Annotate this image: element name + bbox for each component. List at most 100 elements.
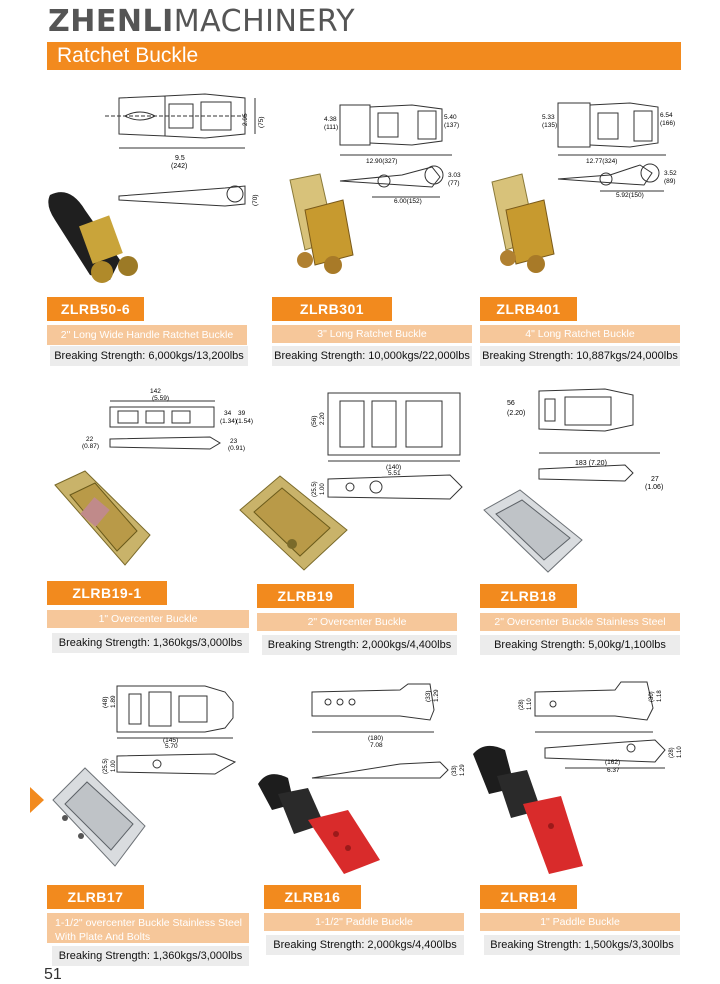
svg-text:1.29: 1.29 — [433, 689, 440, 702]
svg-text:1.89: 1.89 — [110, 695, 117, 708]
svg-text:(25.5): (25.5) — [103, 758, 109, 774]
svg-text:(30): (30) — [649, 691, 655, 702]
technical-drawing: 4.38 (111) 5.40 (137) 12.90(327) 3.03 (7… — [324, 104, 461, 205]
svg-text:(75): (75) — [258, 116, 265, 128]
technical-drawing: 142 (5.59) 34 (1.34) 39 (1.54) 22 (0.87)… — [82, 388, 253, 452]
svg-text:(48): (48) — [102, 696, 109, 708]
product-description: 4" Long Ratchet Buckle — [480, 325, 680, 343]
model-label: ZLRB19 — [257, 584, 354, 608]
svg-text:34: 34 — [224, 410, 232, 417]
svg-text:(140): (140) — [386, 464, 401, 471]
svg-text:(166): (166) — [660, 120, 675, 127]
breaking-strength: Breaking Strength: 1,360kgs/3,000lbs — [52, 633, 249, 653]
product-description: 2" Overcenter Buckle Stainless Steel — [480, 613, 680, 631]
model-label: ZLRB17 — [47, 885, 144, 909]
svg-text:1.10: 1.10 — [527, 698, 533, 710]
svg-text:(111): (111) — [324, 124, 338, 131]
breaking-strength: Breaking Strength: 10,000kgs/22,000lbs — [272, 346, 472, 366]
buckle-photo — [473, 745, 583, 874]
svg-text:1.29: 1.29 — [460, 764, 466, 776]
svg-text:(33): (33) — [425, 690, 432, 702]
svg-text:6.00(152): 6.00(152) — [394, 198, 422, 205]
breaking-strength: Breaking Strength: 2,000kgs/4,400lbs — [262, 635, 457, 655]
breaking-strength: Breaking Strength: 5,00kg/1,100lbs — [480, 635, 680, 655]
technical-drawing: (33) 1.29 (180) 7.08 (33) 1.29 — [311, 683, 466, 779]
model-label: ZLRB19-1 — [47, 581, 167, 605]
section-title: Ratchet Buckle — [47, 42, 681, 70]
svg-text:1.00: 1.00 — [320, 483, 326, 495]
buckle-photo — [54, 470, 151, 566]
svg-text:(89): (89) — [664, 178, 676, 185]
brand-logo: ZHENLIMACHINERY — [48, 4, 356, 39]
product-description: 1" Overcenter Buckle — [47, 610, 249, 628]
product-description: 2" Overcenter Buckle — [257, 613, 457, 631]
svg-text:22: 22 — [86, 436, 94, 443]
svg-text:(162): (162) — [605, 759, 620, 766]
svg-text:1.18: 1.18 — [657, 690, 663, 702]
model-label: ZLRB401 — [480, 297, 577, 321]
svg-text:6.37: 6.37 — [607, 767, 620, 774]
product-description: 1-1/2" Paddle Buckle — [264, 913, 464, 931]
model-label: ZLRB16 — [264, 885, 361, 909]
breaking-strength: Breaking Strength: 1,360kgs/3,000lbs — [52, 946, 249, 966]
svg-text:5.92(150): 5.92(150) — [616, 192, 644, 199]
model-label: ZLRB14 — [480, 885, 577, 909]
buckle-photo — [48, 192, 138, 283]
svg-text:183 (7.20): 183 (7.20) — [575, 460, 607, 467]
svg-text:(180): (180) — [368, 735, 383, 742]
svg-text:23: 23 — [230, 438, 238, 445]
svg-text:1.00: 1.00 — [111, 760, 117, 772]
technical-drawing: 56 (2.20) 183 (7.20) 27 (1.06) — [507, 388, 663, 491]
svg-text:142: 142 — [150, 388, 161, 395]
svg-text:1.10: 1.10 — [677, 746, 683, 758]
svg-text:(25.5): (25.5) — [312, 481, 318, 497]
svg-text:6.54: 6.54 — [660, 112, 673, 119]
breaking-strength: Breaking Strength: 6,000kgs/13,200lbs — [50, 346, 248, 366]
product-description: 1" Paddle Buckle — [480, 913, 680, 931]
svg-text:3.03: 3.03 — [448, 172, 461, 179]
svg-text:(137): (137) — [444, 122, 459, 129]
svg-text:(1.54): (1.54) — [236, 418, 253, 425]
model-label: ZLRB50-6 — [47, 297, 144, 321]
svg-text:56: 56 — [507, 400, 515, 407]
model-label: ZLRB18 — [480, 584, 577, 608]
buckle-photo — [289, 173, 354, 274]
buckle-photo — [239, 475, 348, 571]
buckle-photo — [52, 767, 146, 867]
svg-text:5.40: 5.40 — [444, 114, 457, 121]
svg-text:4.38: 4.38 — [324, 116, 337, 123]
page-number: 51 — [44, 966, 62, 983]
svg-text:2.20: 2.20 — [319, 412, 326, 425]
svg-text:(28): (28) — [519, 699, 525, 710]
svg-text:12.90(327): 12.90(327) — [366, 158, 397, 165]
svg-text:3.52: 3.52 — [664, 170, 677, 177]
technical-drawing: 5.33 (135) 6.54 (166) 12.77(324) 3.52 (8… — [542, 102, 677, 199]
svg-text:27: 27 — [651, 476, 659, 483]
breaking-strength: Breaking Strength: 1,500kgs/3,300lbs — [484, 935, 680, 955]
svg-text:(0.91): (0.91) — [228, 445, 245, 452]
buckle-photo — [483, 489, 583, 573]
dim-length: 9.5 — [175, 155, 185, 162]
svg-text:5.33: 5.33 — [542, 114, 555, 121]
svg-text:(56): (56) — [311, 415, 318, 427]
svg-text:5.70: 5.70 — [165, 743, 178, 750]
buckle-photo — [491, 173, 555, 273]
technical-drawing: 9.5 (242) 2.95 (75) (70) — [105, 93, 265, 207]
svg-text:12.77(324): 12.77(324) — [586, 158, 617, 165]
svg-text:(70): (70) — [252, 194, 259, 206]
buckle-photo — [258, 774, 380, 874]
product-description: 3" Long Ratchet Buckle — [272, 325, 472, 343]
product-description: 2" Long Wide Handle Ratchet Buckle — [47, 325, 247, 345]
technical-drawing: (48) 1.89 (145) 5.70 (25.5) 1.00 — [102, 685, 237, 775]
svg-text:5.51: 5.51 — [388, 470, 401, 477]
svg-text:(145): (145) — [163, 737, 178, 744]
svg-text:(1.06): (1.06) — [645, 484, 663, 491]
technical-drawing: (28) 1.10 (30) 1.18 (162) 6.37 (28) 1.10 — [519, 681, 683, 774]
product-description: 1-1/2" overcenter Buckle Stainless Steel… — [47, 913, 249, 943]
svg-text:(0.87): (0.87) — [82, 443, 99, 450]
model-label: ZLRB301 — [272, 297, 392, 321]
svg-text:(2.20): (2.20) — [507, 410, 525, 417]
page-turn-arrow-icon — [30, 787, 44, 813]
dim-length-mm: (242) — [171, 163, 187, 170]
svg-text:2.95: 2.95 — [242, 113, 249, 126]
